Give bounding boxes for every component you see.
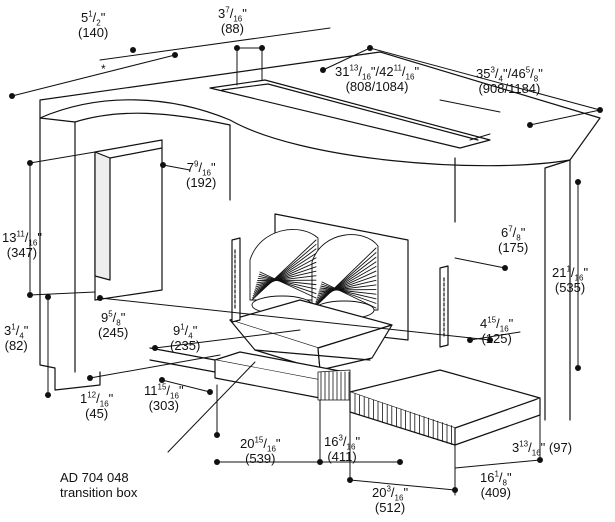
dim-label: 67/8"(175) [498,225,528,255]
dim-label: 313/16" (97) [512,440,572,455]
callout-line-1: AD 704 048 [60,470,137,485]
dim-label: 163/16"(411) [324,434,360,464]
dim-label: 415/16"(125) [480,316,513,346]
left-wall-lower [40,340,100,390]
remote-blower [350,370,540,445]
dim-label: 211/16"(535) [552,265,588,295]
dim-label: 79/16"(192) [186,160,216,190]
dim-label: 1115/16"(303) [144,383,184,413]
dim-label: 161/8"(409) [480,470,512,500]
dim-label: 51/2"(140) [78,10,108,40]
dim-label: 1311/16"(347) [2,230,42,260]
dim-label: 203/16"(512) [372,485,408,515]
dim-label: 37/16"(88) [218,6,247,36]
dim-label: 353/4"/465/8"(908/1184) [476,66,543,96]
blower-duct [318,370,350,400]
callout-line-2: transition box [60,485,137,500]
dim-label: 95/8"(245) [98,310,128,340]
dim-label: 3113/16"/4211/16"(808/1084) [335,64,419,94]
dim-label: 91/4"(235) [170,323,200,353]
dim-label: 2015/16"(539) [240,436,281,466]
left-duct-box [95,140,162,300]
transition-box-callout: AD 704 048 transition box [60,470,137,500]
dim-label: 31/4"(82) [4,323,28,353]
dim-label: 112/16"(45) [80,391,113,421]
asterisk-note: * [101,62,106,76]
